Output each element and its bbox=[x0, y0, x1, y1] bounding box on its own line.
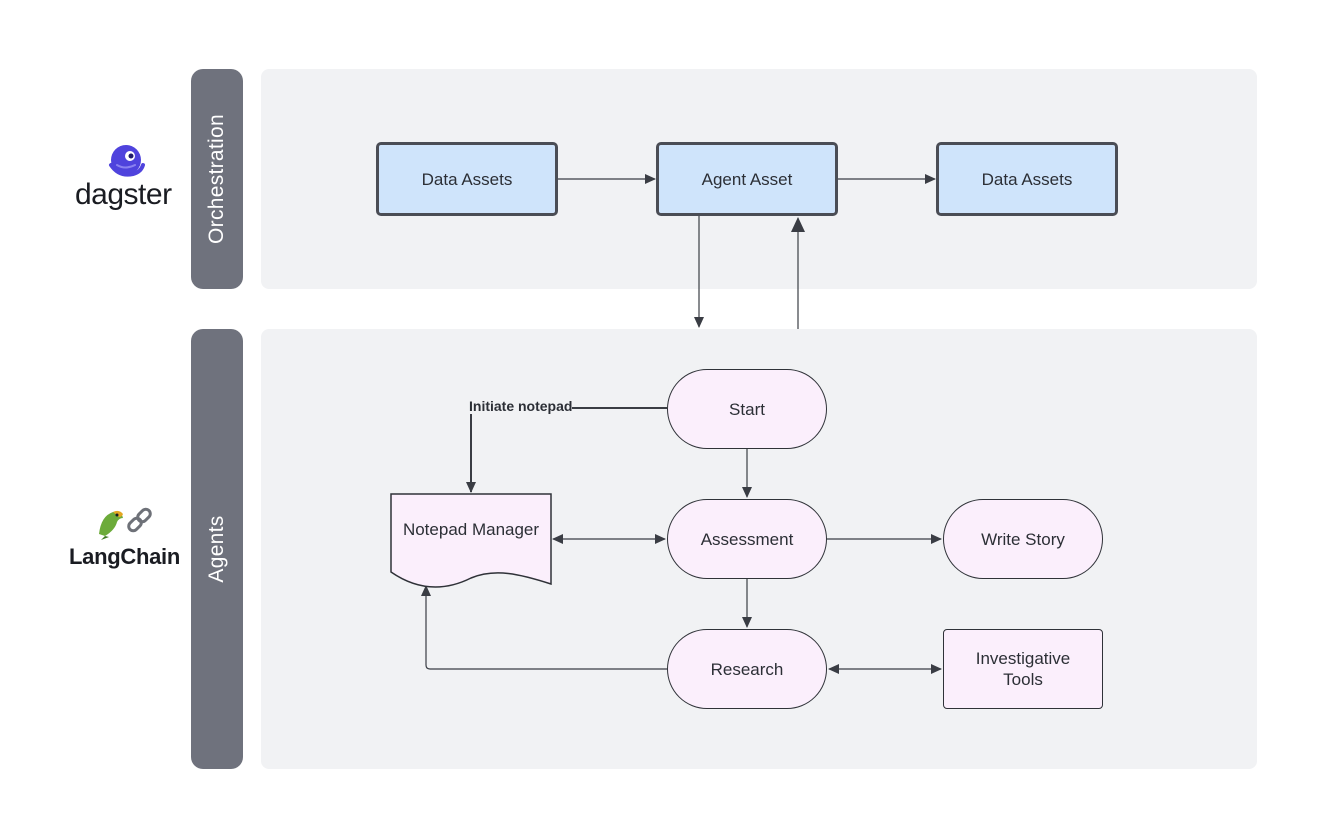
octopus-icon bbox=[109, 145, 145, 177]
notepad-manager-label: Notepad Manager bbox=[402, 520, 540, 539]
data-assets-input-node[interactable]: Data Assets bbox=[376, 142, 558, 216]
data-assets-input-label: Data Assets bbox=[421, 169, 513, 189]
write-story-node[interactable]: Write Story bbox=[943, 499, 1103, 579]
investigative-tools-label: Investigative Tools bbox=[975, 649, 1071, 689]
agents-lane-label: Agents bbox=[191, 329, 243, 769]
write-story-label: Write Story bbox=[981, 529, 1065, 549]
data-assets-output-label: Data Assets bbox=[981, 169, 1073, 189]
research-label: Research bbox=[710, 659, 784, 679]
edge-research-to-notepad bbox=[421, 585, 667, 670]
assessment-label: Assessment bbox=[700, 529, 794, 549]
agent-asset-label: Agent Asset bbox=[701, 169, 793, 189]
dagster-logo-text: dagster bbox=[75, 178, 172, 211]
assessment-node[interactable]: Assessment bbox=[667, 499, 827, 579]
orchestration-lane-label: Orchestration bbox=[191, 69, 243, 289]
parrot-chain-icon bbox=[99, 507, 152, 540]
notepad-manager-shape bbox=[390, 493, 552, 588]
edge-initiate-notepad bbox=[466, 407, 667, 493]
initiate-notepad-label: Initiate notepad bbox=[469, 398, 573, 414]
langchain-logo-text: LangChain bbox=[69, 544, 180, 569]
investigative-tools-node[interactable]: Investigative Tools bbox=[943, 629, 1103, 709]
data-assets-output-node[interactable]: Data Assets bbox=[936, 142, 1118, 216]
start-node[interactable]: Start bbox=[667, 369, 827, 449]
research-node[interactable]: Research bbox=[667, 629, 827, 709]
notepad-manager-node[interactable]: Notepad Manager bbox=[391, 494, 551, 566]
agent-asset-node[interactable]: Agent Asset bbox=[656, 142, 838, 216]
start-label: Start bbox=[729, 399, 765, 419]
